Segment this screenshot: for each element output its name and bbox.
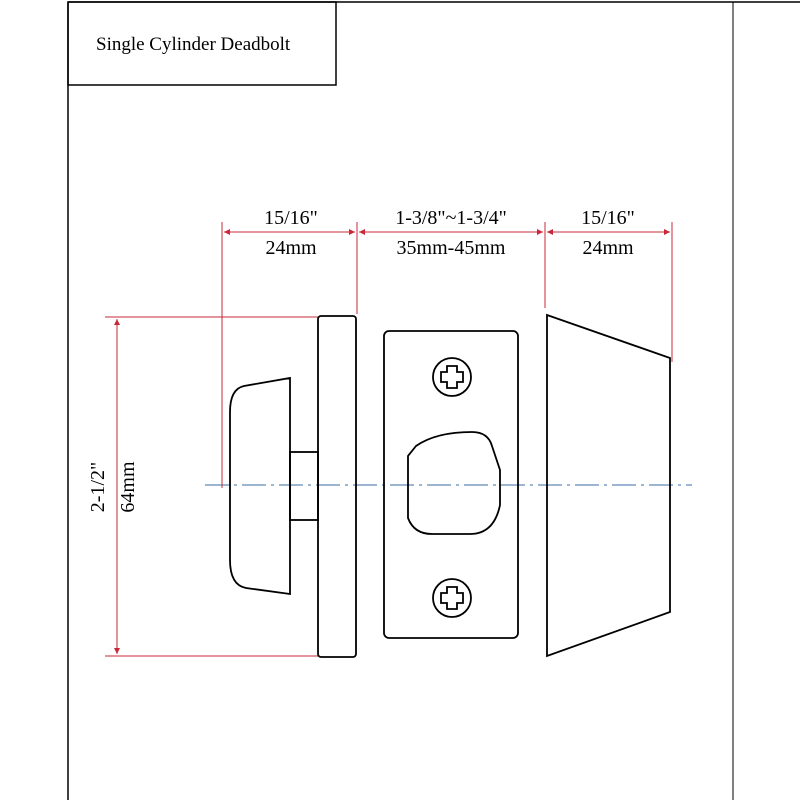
rose-height-imperial: 2-1/2" (87, 462, 109, 512)
cylinder-depth-imperial: 15/16" (581, 207, 635, 229)
drawing-frame (67, 1, 800, 800)
door-thickness-imperial: 1-3/8"~1-3/4" (395, 207, 507, 229)
thumbturn-spindle (289, 451, 319, 521)
thumbturn-knob (229, 376, 291, 596)
interior-rose (317, 315, 357, 658)
thumbturn-assembly (229, 315, 357, 658)
door-thickness-metric: 35mm-45mm (397, 237, 506, 259)
thumbturn-depth-metric: 24mm (265, 237, 317, 259)
latch-faceplate (383, 330, 519, 639)
exterior-cylinder (546, 313, 671, 658)
cylinder-depth-metric: 24mm (582, 237, 634, 259)
rose-height-metric: 64mm (117, 461, 139, 513)
bolt-opening (407, 431, 501, 535)
title-block: Single Cylinder Deadbolt (67, 1, 337, 86)
dimension-labels: 15/16" 24mm 1-3/8"~1-3/4" 35mm-45mm 15/1… (87, 207, 635, 513)
thumbturn-depth-imperial: 15/16" (264, 207, 318, 229)
diagram-title: Single Cylinder Deadbolt (96, 34, 291, 55)
top-screw-icon (432, 357, 472, 397)
bottom-screw-icon (432, 578, 472, 618)
dimension-lines (105, 222, 673, 657)
